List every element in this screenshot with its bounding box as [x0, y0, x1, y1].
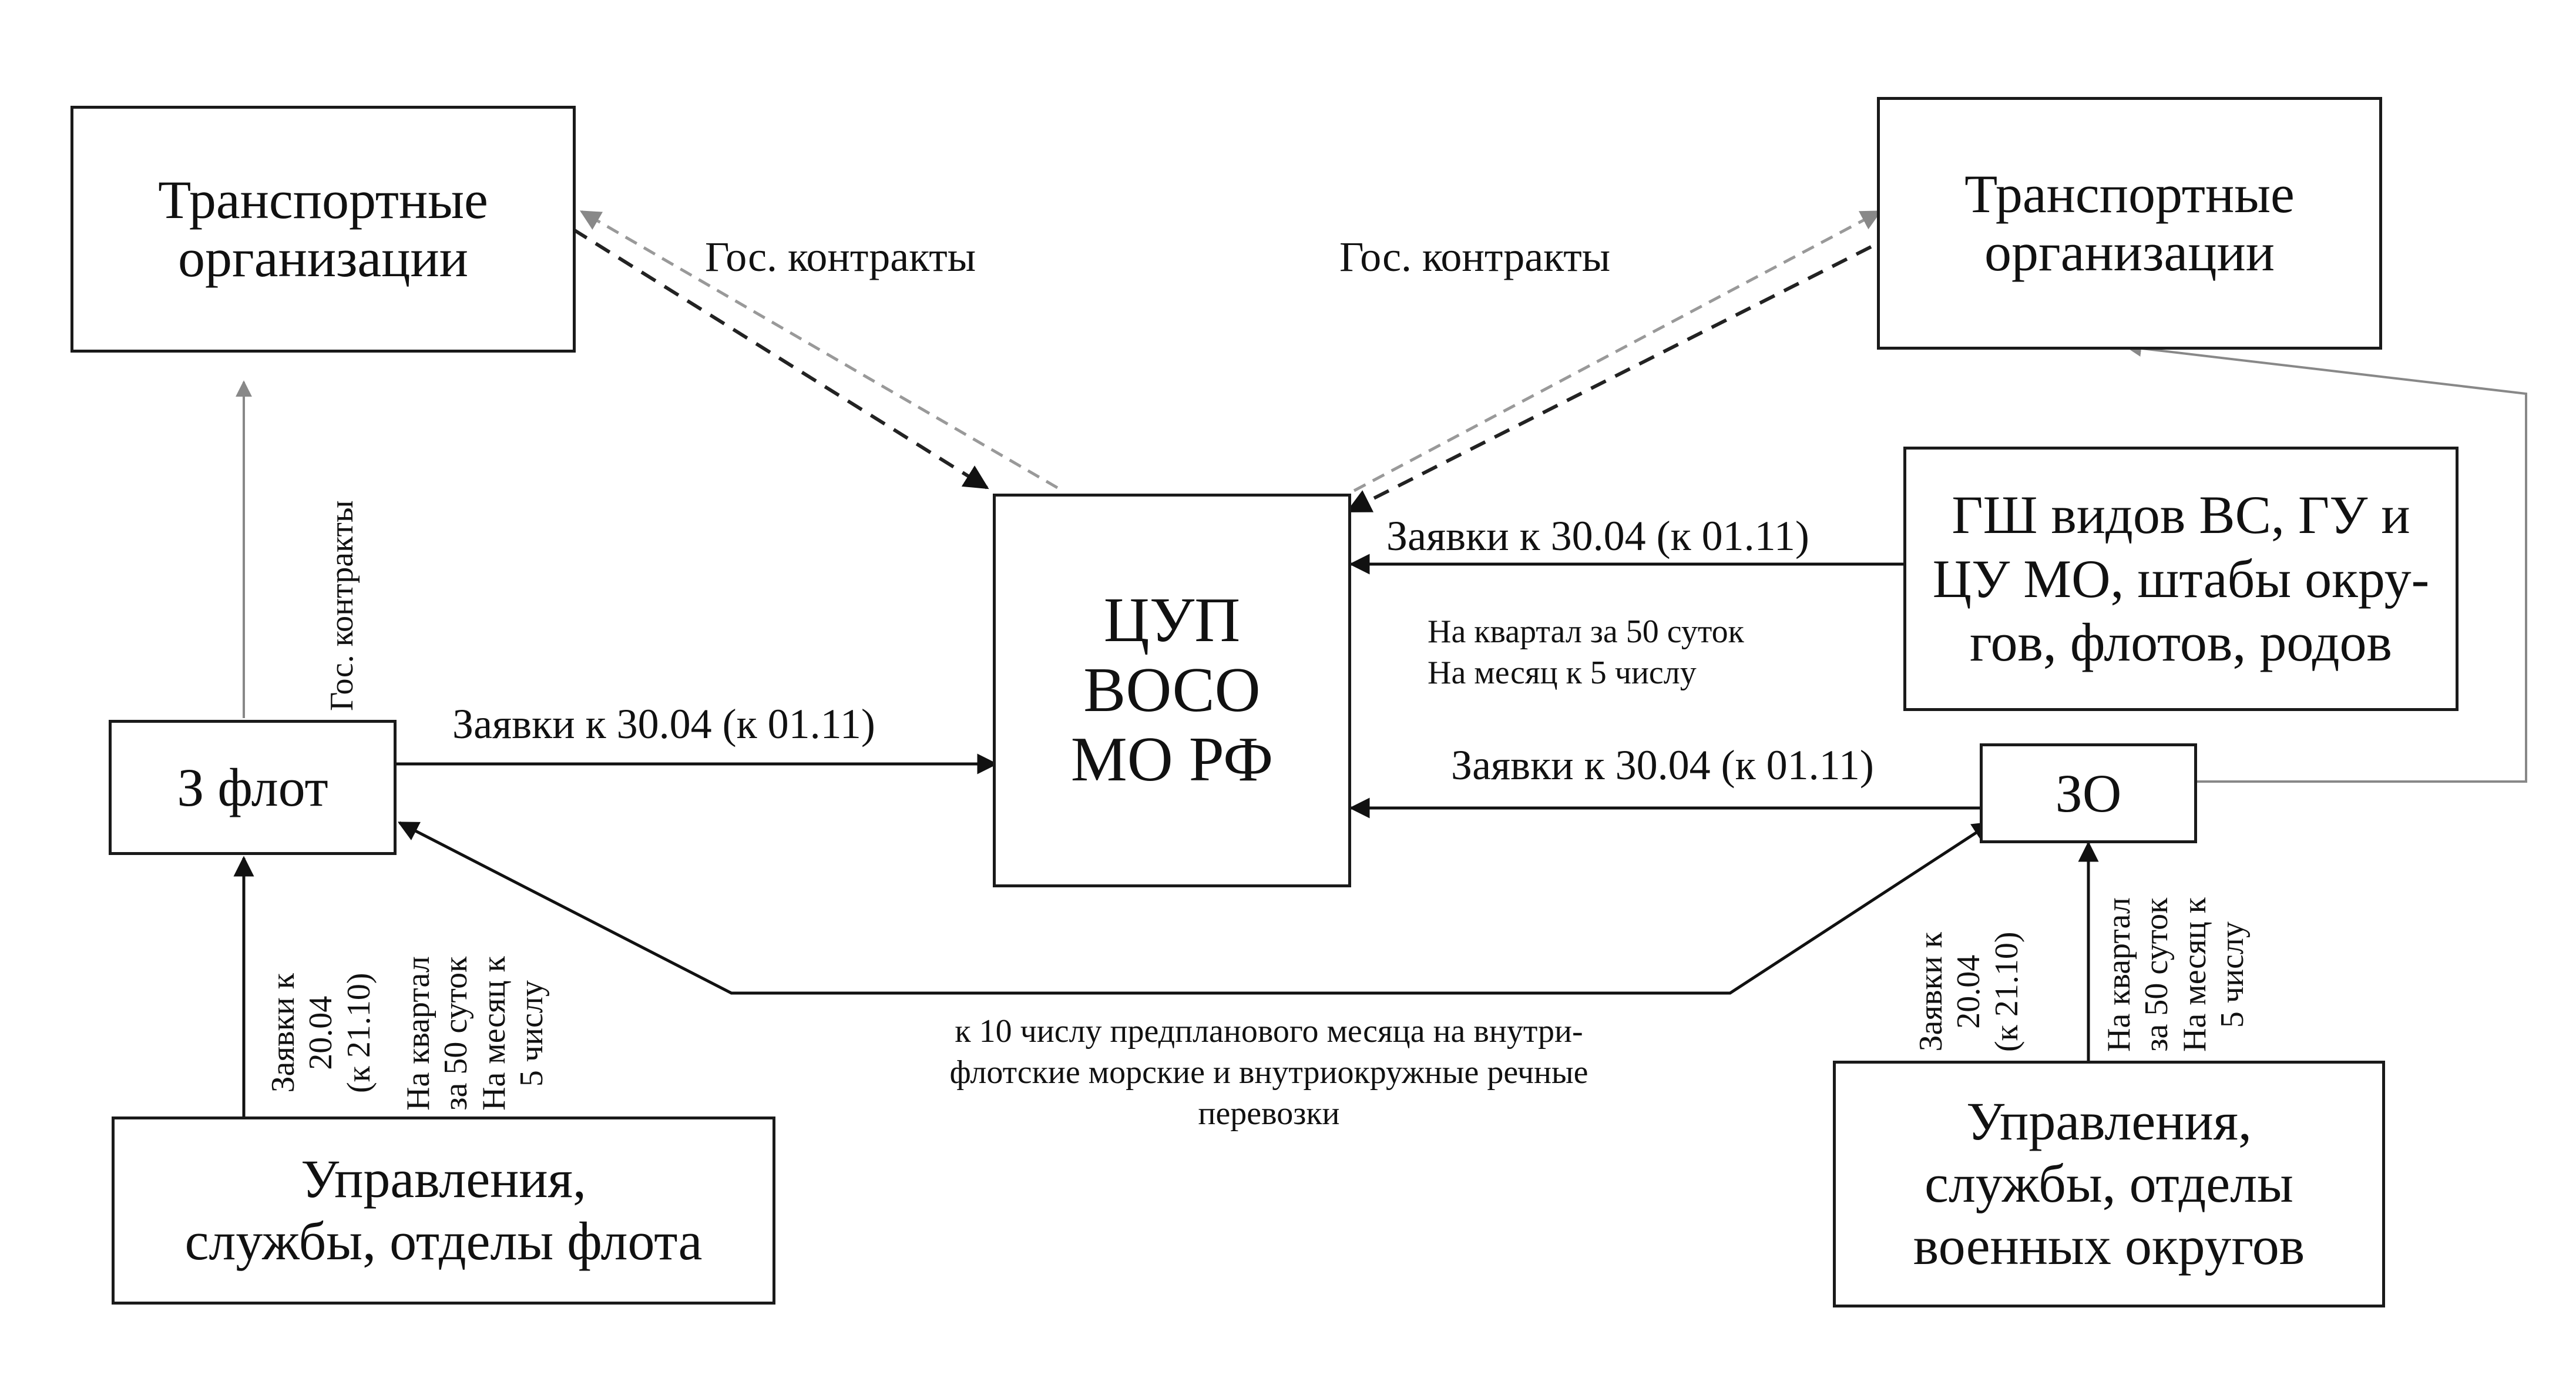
flot-srok-vertical-label: На квартал за 50 суток На месяц к 5 числ…: [399, 956, 551, 1111]
flot-box: З флот: [109, 720, 397, 855]
zo-to-transport-line: [2125, 340, 2527, 783]
upr-flota-box: Управления, службы, отделы флота: [112, 1117, 775, 1305]
box-line: гов, флотов, родов: [1970, 612, 2392, 673]
note-line: к 10 числу предпланового месяца на внутр…: [955, 1013, 1583, 1050]
box-line: организации: [1984, 222, 2275, 282]
gsh-srok-label: На квартал за 50 суток На месяц к 5 числ…: [1428, 611, 1744, 693]
gos-contracts-vertical-label: Гос. контракты: [324, 500, 360, 711]
zo-box: ЗО: [1980, 743, 2197, 843]
vert-line: 5 числу: [2214, 921, 2251, 1028]
vert-line: Заявки к: [265, 973, 301, 1093]
box-label: З флот: [177, 757, 328, 817]
vert-line: На месяц к: [2176, 897, 2213, 1052]
gos-contract-right-gray: [1353, 210, 1882, 492]
box-line: Транспортные: [1964, 163, 2295, 224]
srok-line: На месяц к 5 числу: [1428, 655, 1697, 691]
box-line: службы, отделы флота: [184, 1211, 703, 1271]
box-line: ВОСО: [1083, 655, 1261, 725]
gos-contract-right-dashed: [1346, 245, 1872, 513]
vert-line: (к 21.10): [1988, 931, 2025, 1052]
vert-line: 5 числу: [513, 980, 550, 1087]
box-line: военных округов: [1913, 1215, 2305, 1276]
zo-zayavki-vertical-label: Заявки к 20.04 (к 21.10): [1912, 931, 2026, 1052]
transport-organizations-left-box: Транспортные организации: [70, 106, 576, 353]
vert-line: 20.04: [303, 995, 340, 1070]
zo-srok-vertical-label: На квартал за 50 суток На месяц к 5 числ…: [2100, 897, 2252, 1052]
vert-line: 20.04: [1950, 954, 1987, 1029]
vert-line: На квартал: [2101, 897, 2137, 1052]
flot-zayavki-vertical-label: Заявки к 20.04 (к 21.10): [264, 973, 378, 1093]
note-line: перевозки: [1198, 1095, 1340, 1132]
srok-line: На квартал за 50 суток: [1428, 613, 1744, 650]
box-line: ГШ видов ВС, ГУ и: [1952, 485, 2410, 545]
flot-zo-bottom-link: [397, 821, 1993, 995]
gos-contract-left-gray: [579, 210, 1059, 489]
note-line: флотские морские и внутриокружные речные: [949, 1054, 1588, 1091]
gos-contracts-left-label: Гос. контракты: [705, 233, 976, 280]
box-line: Транспортные: [158, 169, 488, 230]
vert-line: На квартал: [400, 956, 436, 1111]
vert-line: за 50 суток: [2138, 897, 2175, 1052]
flot-zayavki-label: Заявки к 30.04 (к 01.11): [452, 700, 875, 747]
box-label: ЗО: [2055, 763, 2122, 823]
gsh-zayavki-label: Заявки к 30.04 (к 01.11): [1386, 512, 1809, 559]
vert-line: за 50 суток: [438, 956, 475, 1111]
box-line: МО РФ: [1070, 725, 1274, 795]
transport-organizations-right-box: Транспортные организации: [1877, 97, 2382, 350]
box-line: Управления,: [1966, 1091, 2252, 1152]
upr-okrugov-box: Управления, службы, отделы военных округ…: [1833, 1061, 2385, 1307]
box-line: организации: [178, 228, 468, 288]
gos-contract-left-dashed: [572, 227, 989, 489]
zo-zayavki-label: Заявки к 30.04 (к 01.11): [1451, 742, 1874, 789]
gos-contracts-right-label: Гос. контракты: [1339, 233, 1611, 280]
center-cup-voso-box: ЦУП ВОСО МО РФ: [993, 494, 1351, 887]
box-line: ЦУ МО, штабы окру-: [1932, 548, 2430, 609]
bottom-note-label: к 10 числу предпланового месяца на внутр…: [869, 1011, 1668, 1134]
box-line: Управления,: [301, 1149, 586, 1209]
gsh-box: ГШ видов ВС, ГУ и ЦУ МО, штабы окру- гов…: [1903, 447, 2459, 711]
vert-line: (к 21.10): [340, 973, 377, 1093]
box-line: ЦУП: [1103, 585, 1241, 655]
vert-line: Заявки к: [1913, 932, 1949, 1052]
vert-line: На месяц к: [475, 956, 512, 1111]
box-line: службы, отделы: [1925, 1154, 2293, 1214]
